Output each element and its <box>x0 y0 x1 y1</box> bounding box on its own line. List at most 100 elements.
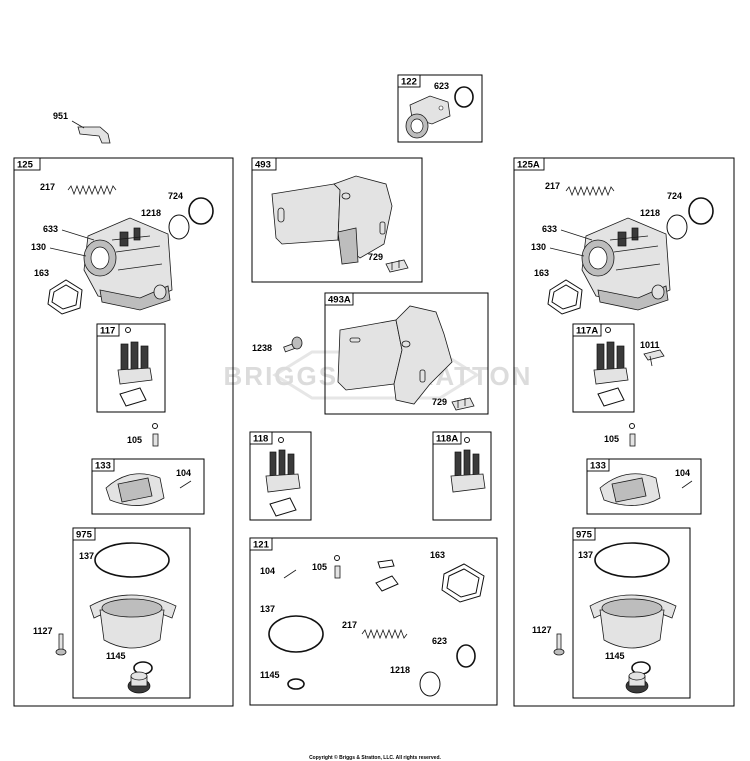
clip-729-a[interactable] <box>385 259 409 273</box>
label-217-right: 217 <box>545 181 560 191</box>
label-137-right: 137 <box>578 550 593 560</box>
carburetor-right[interactable] <box>581 217 671 311</box>
group-118A: 118A <box>432 431 492 521</box>
bracket-493A[interactable] <box>337 305 453 405</box>
needle-105-right[interactable] <box>629 423 636 447</box>
gasket-117[interactable] <box>119 387 147 407</box>
gasket-163-left[interactable] <box>47 279 83 315</box>
oring-623-top[interactable] <box>454 86 474 108</box>
label-130-right: 130 <box>531 242 546 252</box>
bracket-493[interactable] <box>271 175 393 265</box>
label-104-left: 104 <box>176 468 191 478</box>
oring-1218-left[interactable] <box>168 214 190 240</box>
pin-104-left[interactable] <box>179 480 192 489</box>
label-1011: 1011 <box>640 340 660 350</box>
oring-1218-right[interactable] <box>666 214 688 240</box>
ring-137-left[interactable] <box>94 542 170 578</box>
group-label-493A: 493A <box>328 295 351 306</box>
float-117A[interactable] <box>593 341 629 385</box>
group-label-121: 121 <box>253 540 270 551</box>
gasket-163-right[interactable] <box>547 279 583 315</box>
group-label-118: 118 <box>253 434 268 445</box>
screw-1127-right[interactable] <box>553 633 565 656</box>
copyright-text: Copyright © Briggs & Stratton, LLC. All … <box>309 754 441 761</box>
float-133-left[interactable] <box>105 473 165 506</box>
group-label-122: 122 <box>401 77 417 88</box>
screw-1127-left[interactable] <box>55 633 67 656</box>
oring-1218-kit[interactable] <box>419 671 441 697</box>
ring-137-right[interactable] <box>594 542 670 578</box>
label-104-right: 104 <box>675 468 690 478</box>
label-1218-left: 1218 <box>141 208 161 218</box>
oring-1145-kit[interactable] <box>287 678 305 690</box>
spring-217-right[interactable] <box>565 185 615 197</box>
group-125A: 125A 217 724 1218 633 130 163 117A <box>513 157 735 707</box>
gasket-118[interactable] <box>269 497 297 517</box>
label-729-b: 729 <box>432 397 447 407</box>
clip-729-b[interactable] <box>451 397 475 411</box>
label-623-kit: 623 <box>432 636 447 646</box>
bolt-1145-right[interactable] <box>625 671 649 694</box>
gasket-kit-small[interactable] <box>375 575 399 592</box>
group-label-117A: 117A <box>576 326 598 337</box>
float-133-right[interactable] <box>599 473 661 506</box>
needle-105-left[interactable] <box>152 423 159 447</box>
group-label-493: 493 <box>255 160 271 171</box>
fitting-122[interactable] <box>405 95 451 139</box>
pin-104-right[interactable] <box>681 480 693 489</box>
label-633-left: 633 <box>43 224 58 234</box>
label-217-left: 217 <box>40 182 55 192</box>
spring-217-left[interactable] <box>67 184 117 196</box>
ring-137-kit[interactable] <box>268 615 324 653</box>
label-163-left: 163 <box>34 268 49 278</box>
spring-217-kit[interactable] <box>361 628 408 640</box>
label-217-kit: 217 <box>342 620 357 630</box>
ring-724-right[interactable] <box>688 197 714 225</box>
group-label-117: 117 <box>100 326 115 337</box>
group-label-975-right: 975 <box>576 530 593 541</box>
label-1238: 1238 <box>252 343 272 353</box>
carburetor-left[interactable] <box>83 217 173 311</box>
label-104-kit: 104 <box>260 566 275 576</box>
label-1145-left: 1145 <box>106 651 126 661</box>
bolt-1145-left[interactable] <box>127 671 151 694</box>
lever-1011[interactable] <box>643 349 665 367</box>
ring-623-kit[interactable] <box>456 644 476 668</box>
pin-104-kit[interactable] <box>283 569 297 579</box>
label-1127-right: 1127 <box>532 625 552 635</box>
group-label-118A: 118A <box>436 434 458 445</box>
label-1127-left: 1127 <box>33 626 53 636</box>
gasket-163-kit[interactable] <box>441 563 485 603</box>
label-163-kit: 163 <box>430 550 445 560</box>
label-633-right: 633 <box>542 224 557 234</box>
float-118[interactable] <box>265 449 301 493</box>
label-724-left: 724 <box>168 191 183 201</box>
group-122: 122 623 <box>397 74 483 143</box>
group-493A: 493A 729 <box>324 292 489 415</box>
part-951[interactable]: 951 <box>53 111 111 144</box>
label-729-a: 729 <box>368 252 383 262</box>
float-117[interactable] <box>117 341 153 385</box>
bowl-975-left[interactable] <box>89 594 177 649</box>
label-1218-right: 1218 <box>640 208 660 218</box>
label-1145-kit: 1145 <box>260 670 280 680</box>
label-105-right: 105 <box>604 434 619 444</box>
label-1145-right: 1145 <box>605 651 625 661</box>
group-118: 118 <box>249 431 312 521</box>
gasket-117A[interactable] <box>597 387 625 407</box>
label-724-right: 724 <box>667 191 682 201</box>
group-label-975-left: 975 <box>76 530 93 541</box>
label-105-left: 105 <box>127 435 142 445</box>
bowl-975-right[interactable] <box>589 594 677 649</box>
group-125: 125 217 724 1218 633 130 163 <box>13 157 234 707</box>
label-951: 951 <box>53 111 68 121</box>
needle-105-kit[interactable] <box>334 555 341 579</box>
label-105-kit: 105 <box>312 562 327 572</box>
group-label-125: 125 <box>17 160 34 171</box>
ring-724-left[interactable] <box>188 197 214 225</box>
group-label-125A: 125A <box>517 160 540 171</box>
bolt-1238[interactable] <box>283 336 303 353</box>
float-118A[interactable] <box>450 449 486 493</box>
label-137-kit: 137 <box>260 604 275 614</box>
